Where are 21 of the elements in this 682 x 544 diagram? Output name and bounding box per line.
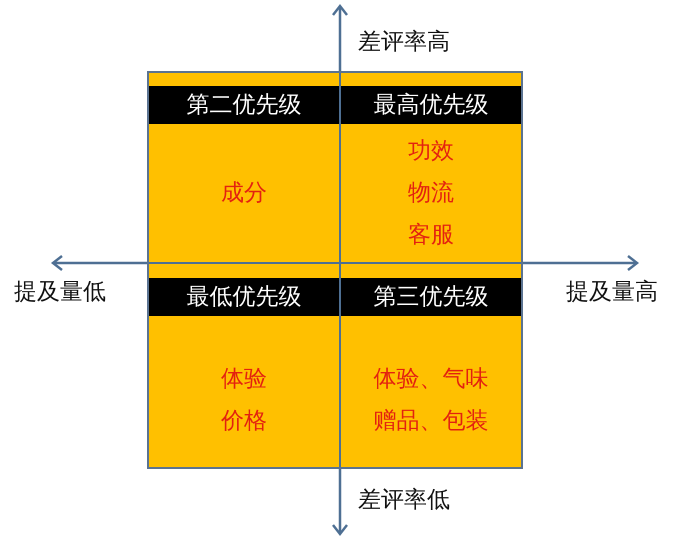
- aspect-text: 价格: [221, 406, 267, 436]
- quadrant-panel: [149, 73, 339, 262]
- priority-header: 第二优先级: [149, 86, 339, 124]
- quadrant-panel: [149, 264, 339, 467]
- axis-label: 提及量低: [14, 278, 106, 307]
- quadrant-panel: [341, 73, 521, 262]
- aspect-text: 赠品、包装: [374, 406, 488, 436]
- aspect-text: 体验: [221, 364, 267, 394]
- aspect-text: 体验、气味: [374, 364, 488, 394]
- aspect-text: 物流: [408, 179, 454, 208]
- priority-header: 最高优先级: [341, 86, 521, 124]
- axis-label: 提及量高: [566, 278, 658, 307]
- aspect-text: 功效: [408, 137, 454, 166]
- aspect-text: 成分: [221, 179, 267, 208]
- axis-label: 差评率高: [358, 28, 450, 57]
- aspect-text: 客服: [408, 221, 454, 250]
- priority-header: 第三优先级: [341, 278, 521, 316]
- priority-header: 最低优先级: [149, 278, 339, 316]
- matrix-frame: [147, 71, 523, 469]
- quadrant-panel: [341, 264, 521, 467]
- axis-label: 差评率低: [358, 486, 450, 515]
